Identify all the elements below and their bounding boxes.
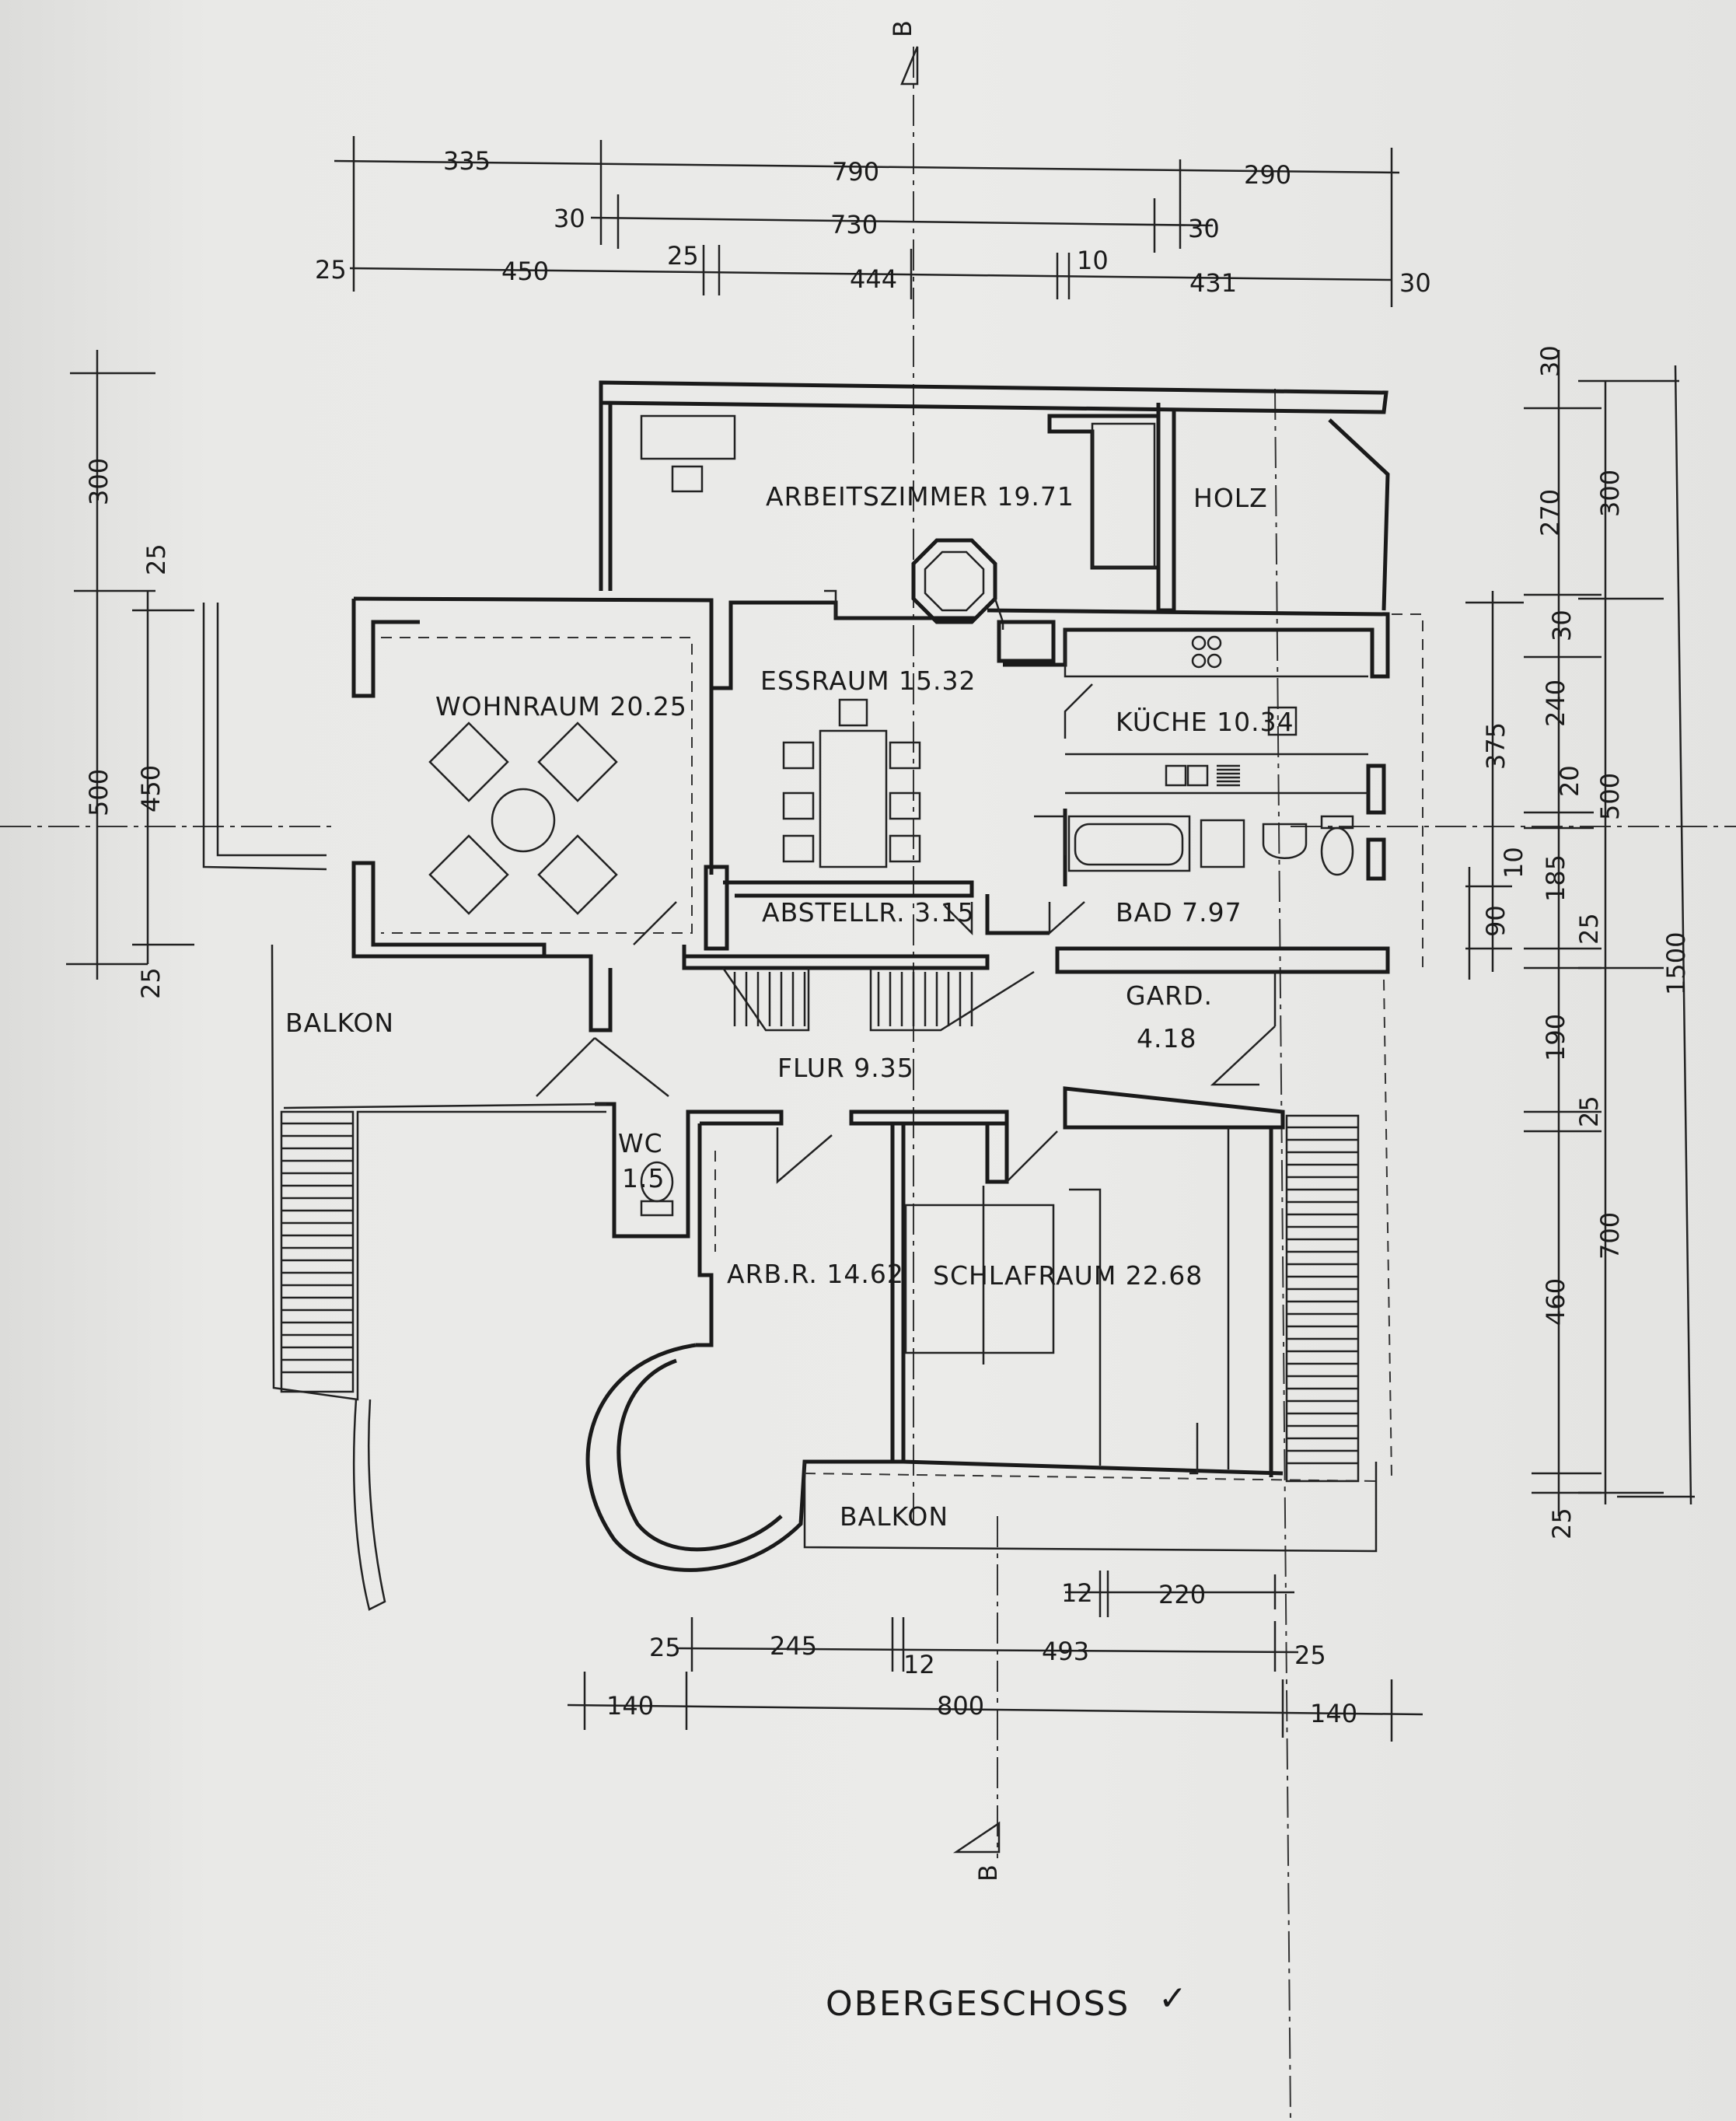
label-balkon-west: BALKON — [285, 1008, 394, 1038]
dim-top-r3-5: 431 — [1189, 268, 1237, 298]
dim-top-r1-1: 790 — [832, 157, 879, 187]
dim-bot-r3-2: 140 — [1310, 1699, 1357, 1728]
label-abstellr: ABSTELLR. 3.15 — [762, 897, 975, 928]
label-arbr: ARB.R. 14.62 — [727, 1259, 904, 1289]
dimension-labels-right: 30 270 30 240 20 185 25 190 25 460 25 — [1535, 345, 1604, 1539]
dim-left-1: 25 — [141, 543, 171, 575]
dim-bot-r2-1: 245 — [770, 1631, 817, 1661]
dim-r-8: 25 — [1574, 1095, 1604, 1127]
dim-ro-0: 300 — [1595, 470, 1625, 517]
dim-top-r3-4: 10 — [1077, 246, 1109, 275]
section-label-bottom: B — [973, 1864, 1003, 1882]
dim-ri-2: 10 — [1499, 847, 1528, 879]
label-flur: FLUR 9.35 — [777, 1053, 914, 1083]
dim-r-7: 190 — [1541, 1014, 1570, 1061]
dim-top-r3-0: 25 — [315, 255, 347, 285]
dim-r-6: 25 — [1574, 913, 1604, 945]
axis-lines — [0, 47, 1736, 2121]
dim-bot-r1-1: 220 — [1158, 1580, 1206, 1609]
dim-bot-r2-3: 493 — [1042, 1637, 1089, 1666]
dim-r-1: 270 — [1535, 489, 1565, 536]
dim-ro-1: 500 — [1595, 773, 1625, 820]
stair-east-treads — [1287, 1126, 1358, 1465]
section-marker-bottom: B — [952, 1821, 1003, 1882]
dim-r-5: 185 — [1541, 854, 1570, 902]
dim-top-r2-1: 730 — [830, 210, 878, 239]
dim-ro-2: 700 — [1595, 1212, 1625, 1260]
dim-r-0: 30 — [1535, 345, 1565, 377]
dim-top-r2-0: 30 — [554, 204, 585, 233]
furniture — [381, 414, 1368, 1469]
dimension-labels-right-outer: 300 500 700 1500 — [1595, 470, 1691, 1260]
doors — [536, 589, 1277, 1475]
dim-r-3: 240 — [1541, 680, 1570, 727]
label-gard: GARD. — [1126, 980, 1213, 1011]
dim-bot-r1-0: 12 — [1061, 1578, 1093, 1608]
stair-center-treads — [733, 972, 973, 1026]
dimension-labels-top: 335 790 290 30 730 30 25 450 25 444 10 4… — [315, 146, 1431, 298]
dim-bot-r2-4: 25 — [1294, 1641, 1326, 1670]
dim-top-r2-2: 30 — [1188, 214, 1220, 243]
section-marker-top: B — [888, 20, 919, 86]
dim-r-9: 460 — [1541, 1278, 1570, 1326]
label-balkon-south: BALKON — [840, 1501, 948, 1532]
label-schlafraum: SCHLAFRAUM 22.68 — [933, 1260, 1203, 1291]
dim-left-0: 300 — [84, 458, 114, 505]
dim-ri-0: 375 — [1481, 722, 1511, 770]
label-bad: BAD 7.97 — [1116, 897, 1242, 928]
stair-west-treads — [281, 1122, 353, 1374]
stairs — [280, 967, 1360, 1483]
dim-r-2: 30 — [1547, 610, 1577, 641]
dim-ri-1: 90 — [1481, 905, 1511, 937]
label-wc: WC — [618, 1128, 663, 1158]
label-kueche: KÜCHE 10.34 — [1116, 706, 1294, 737]
dim-left-2: 500 — [84, 769, 114, 816]
room-labels: ARBEITSZIMMER 19.71 HOLZ WOHNRAUM 20.25 … — [285, 481, 1294, 1532]
dim-bot-r2-2: 12 — [903, 1650, 935, 1679]
label-essraum: ESSRAUM 15.32 — [760, 666, 976, 696]
label-wc-area: 1.5 — [622, 1163, 665, 1193]
dim-ro-3: 1500 — [1661, 932, 1691, 995]
walls — [202, 380, 1423, 1611]
dim-top-r3-2: 25 — [667, 241, 699, 271]
dimension-labels-right-inner: 375 90 10 — [1481, 722, 1528, 937]
dimension-labels-left: 300 25 500 450 25 — [84, 458, 171, 999]
label-arbeitszimmer: ARBEITSZIMMER 19.71 — [766, 481, 1074, 512]
kitchen-vent — [1217, 764, 1240, 787]
dimension-labels-bottom: 12 220 25 245 12 493 25 140 800 140 — [606, 1578, 1357, 1728]
dim-top-r3-3: 444 — [850, 264, 897, 294]
check-mark: ✓ — [1158, 1979, 1189, 2018]
label-wohnraum: WOHNRAUM 20.25 — [435, 691, 687, 722]
label-holz: HOLZ — [1193, 483, 1268, 513]
dim-bot-r2-0: 25 — [649, 1633, 681, 1662]
dim-top-r1-0: 335 — [443, 146, 491, 176]
dim-r-4: 20 — [1555, 765, 1584, 797]
drawing-title: OBERGESCHOSS — [826, 1984, 1130, 2024]
dim-bot-r3-0: 140 — [606, 1691, 654, 1721]
dim-left-3: 450 — [136, 765, 166, 812]
dim-top-r1-2: 290 — [1244, 160, 1291, 190]
label-gard-area: 4.18 — [1137, 1023, 1196, 1054]
dim-bot-r3-1: 800 — [937, 1691, 984, 1721]
dim-left-4: 25 — [136, 967, 166, 999]
dim-r-10: 25 — [1547, 1508, 1577, 1539]
dim-top-r3-1: 450 — [501, 257, 549, 286]
section-label-top: B — [888, 20, 917, 37]
dim-top-r3-6: 30 — [1399, 268, 1431, 298]
dimension-lines — [66, 136, 1695, 1742]
